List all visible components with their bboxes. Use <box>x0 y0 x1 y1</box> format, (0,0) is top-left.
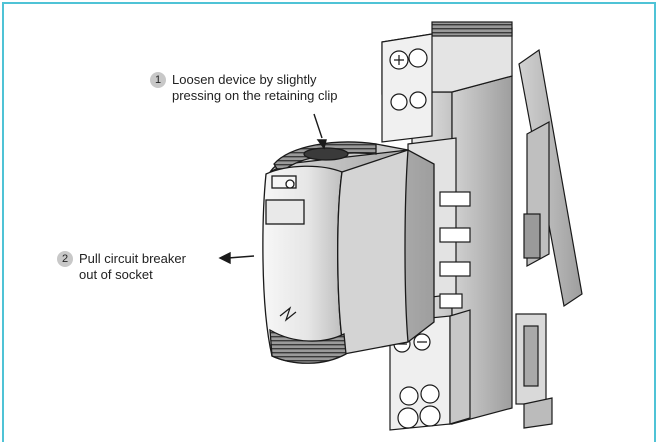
socket-base <box>381 21 553 431</box>
screw-terminal-icon <box>389 48 441 429</box>
arrow-down-icon <box>313 113 327 150</box>
step-1-number-badge: 1 <box>150 72 166 88</box>
circuit-breaker-illustration <box>218 21 583 431</box>
din-rail-clip <box>518 48 583 308</box>
step-2-text: Pull circuit breaker out of socket <box>79 251 186 282</box>
circuit-breaker-module <box>262 141 435 364</box>
step-2-callout: 2 Pull circuit breaker out of socket <box>57 251 186 283</box>
arrow-left-icon <box>218 251 255 265</box>
step-2-number-badge: 2 <box>57 251 73 267</box>
step-1-callout: 1 Loosen device by slightly pressing on … <box>150 72 338 104</box>
step-1-text: Loosen device by slightly pressing on th… <box>172 72 338 103</box>
fuse-warning-icon <box>279 306 297 322</box>
